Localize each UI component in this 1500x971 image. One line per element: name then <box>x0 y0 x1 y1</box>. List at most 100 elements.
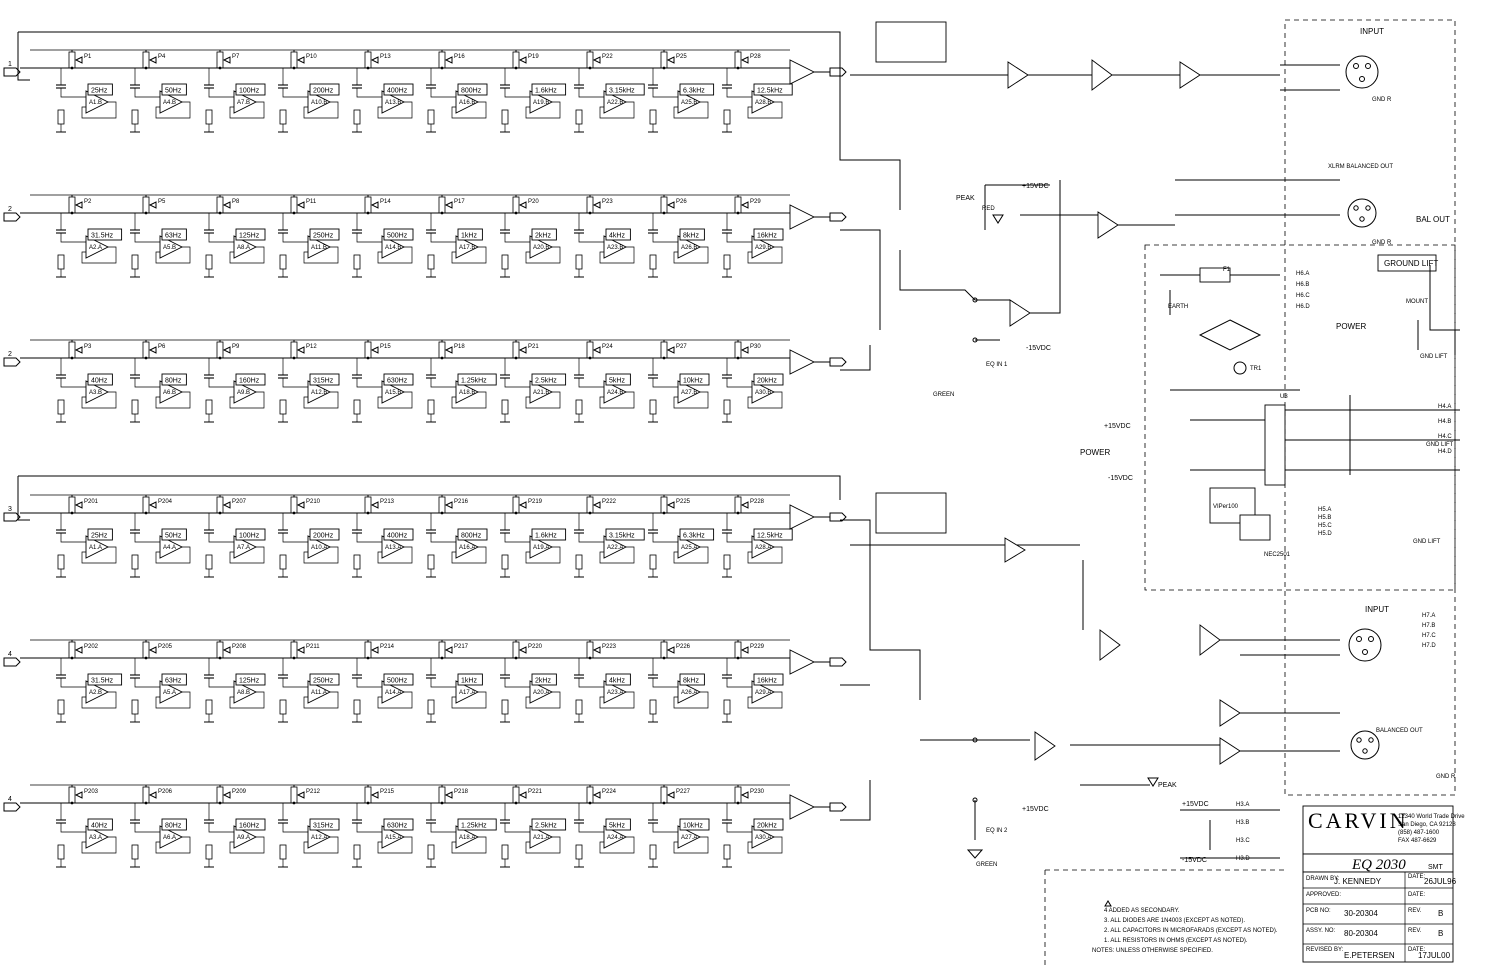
peak-a-label: PEAK <box>956 195 975 202</box>
pot-wiper-icon <box>370 501 379 509</box>
opamp <box>85 235 110 259</box>
opamp-label: A30.B <box>755 390 771 396</box>
row-input-terminal <box>3 357 21 367</box>
band-frequency-box <box>679 673 705 686</box>
pot-body <box>660 496 668 514</box>
opamp-label: A3.A <box>89 835 102 841</box>
junction-dot <box>218 656 222 660</box>
drawn-by-label: DRAWN BY: <box>1306 876 1340 882</box>
band-frequency-label: 500Hz <box>387 233 408 240</box>
opamp-label: A12.B <box>311 390 327 396</box>
pot-body <box>734 641 742 659</box>
band-frequency-box <box>753 673 784 686</box>
connector-label: H5.A <box>1318 507 1331 513</box>
pot-body <box>512 496 520 514</box>
xlrm-label: XLRM BALANCED OUT <box>1328 164 1393 170</box>
band-frequency-label: 160Hz <box>239 823 260 830</box>
resistor <box>427 554 435 570</box>
band-frequency-label: 125Hz <box>239 678 260 685</box>
opamp-label: A14.A <box>385 690 401 696</box>
schematic-wiring <box>17 19 1460 968</box>
pot-body <box>660 196 668 214</box>
resistor <box>205 554 213 570</box>
row-input-terminal <box>3 212 21 222</box>
pot-body <box>216 786 224 804</box>
band-frequency-box <box>161 528 187 541</box>
band-frequency-label: 315Hz <box>313 378 334 385</box>
power-switch-label: POWER <box>1336 322 1366 331</box>
connector-label: H7.D <box>1422 643 1436 649</box>
band-frequency-box <box>235 373 266 386</box>
band-frequency-label: 500Hz <box>387 678 408 685</box>
opamp-label: A2.B <box>89 690 102 696</box>
band-frequency-label: 3.15kHz <box>609 533 635 540</box>
green-b: GREEN <box>976 862 997 868</box>
connector-label: H6.A <box>1296 271 1309 277</box>
opamp <box>677 680 702 704</box>
row-summing-opamp <box>789 794 816 820</box>
connector-label: H3.C <box>1236 838 1250 844</box>
band-frequency-label: 3.15kHz <box>609 88 635 95</box>
opamp <box>751 825 776 849</box>
junction-dot <box>366 66 370 70</box>
band-frequency-label: 6.3kHz <box>683 533 705 540</box>
pot-body <box>364 196 372 214</box>
pot-body <box>364 786 372 804</box>
junction-dot <box>70 801 74 805</box>
mount-label: MOUNT <box>1406 299 1428 305</box>
connector-label: H4.A <box>1438 404 1451 410</box>
junction-dot <box>292 801 296 805</box>
pot-body <box>364 341 372 359</box>
band-frequency-label: 16kHz <box>757 233 777 240</box>
opamp <box>381 380 406 404</box>
opamp <box>381 235 406 259</box>
tr1-label: TR1 <box>1250 366 1262 372</box>
pot-body <box>438 496 446 514</box>
pot-wiper-icon <box>518 646 527 654</box>
opamp <box>677 380 702 404</box>
pot-body <box>660 341 668 359</box>
opamp-label: A26.B <box>681 245 697 251</box>
pot-label: P230 <box>750 789 765 795</box>
junction-dot <box>588 66 592 70</box>
band-frequency-box <box>605 83 645 96</box>
pot-label: P202 <box>84 644 99 650</box>
opamp <box>85 825 110 849</box>
pot-wiper-icon <box>518 791 527 799</box>
band-frequency-label: 630Hz <box>387 823 408 830</box>
opamp-label: A23.B <box>607 245 623 251</box>
connector-label: H5.D <box>1318 531 1332 537</box>
band-frequency-label: 5kHz <box>609 378 625 385</box>
pot-body <box>364 51 372 69</box>
eq-row-4: 3P201A1.A25HzP204A4.A50HzP207A7.A100HzP2… <box>3 494 847 578</box>
pot-body <box>68 496 76 514</box>
minus15-b: -15VDC <box>1182 857 1207 864</box>
band-frequency-label: 1.6kHz <box>535 88 557 95</box>
band-frequency-label: 2.5kHz <box>535 823 557 830</box>
pot-wiper-icon <box>444 346 453 354</box>
junction-dot <box>588 656 592 660</box>
opamp-label: A10.A <box>311 545 327 551</box>
pot-label: P27 <box>676 344 687 350</box>
opamp <box>529 825 554 849</box>
pot-body <box>660 51 668 69</box>
opamp-label: A27.B <box>681 390 697 396</box>
pot-body <box>660 786 668 804</box>
pot-body <box>142 786 150 804</box>
junction-dot <box>70 511 74 515</box>
band-frequency-box <box>161 83 187 96</box>
opamp <box>677 825 702 849</box>
junction-dot <box>144 211 148 215</box>
band-frequency-box <box>235 83 266 96</box>
